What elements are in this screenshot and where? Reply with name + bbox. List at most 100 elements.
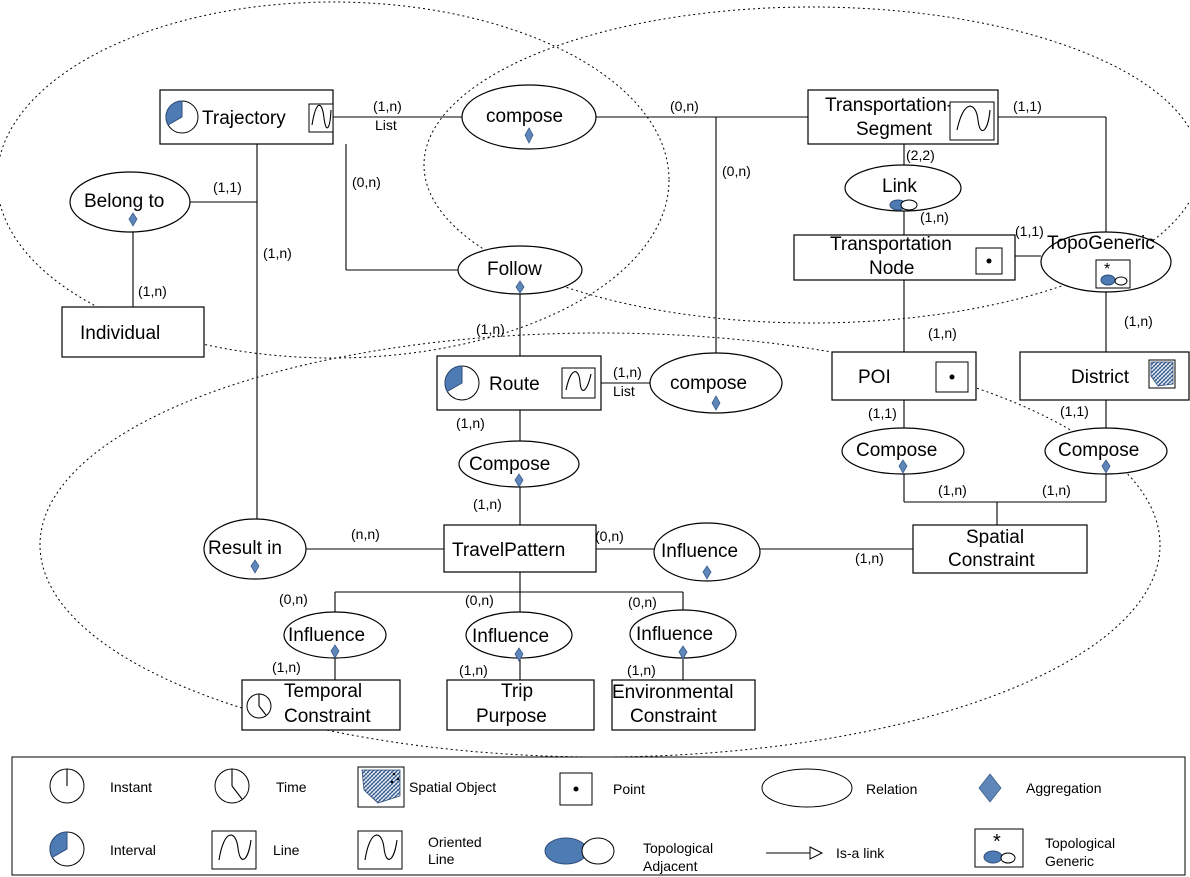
relation-label: Result in [208,538,282,559]
cardinality-label: (1,n) [613,364,642,380]
aggregation-diamond [128,212,138,227]
spatial-object-icon [1148,359,1176,389]
entity-label: Route [489,374,540,395]
legend-label: Spatial Object [409,779,496,795]
aggregation-diamond [678,645,688,660]
cardinality-label: (n,n) [351,526,380,542]
relation-influence-env: Influence [629,609,737,660]
dotted-clusters [0,1,1190,758]
spatial-object-icon [357,766,405,808]
connectors [132,116,1107,680]
cardinality-label: (1,n) [938,482,967,498]
oriented-line-icon [949,101,995,141]
cardinality-label: (0,n) [465,592,494,608]
aggregation-diamond [514,647,524,662]
relation-label: Influence [661,541,738,562]
legend-label: Instant [110,779,152,795]
entity-label: Temporal [284,681,362,702]
relation-topogeneric: TopoGeneric * [1040,231,1172,293]
aggregation-diamond [702,565,712,580]
legend-label: Adjacent [643,858,698,874]
aggregation-diamond [330,644,340,659]
entity-label: District [1071,367,1130,388]
cardinality-label: List [375,117,397,133]
aggregation-icon [978,773,1002,803]
cardinality-label: (1,n) [1042,482,1071,498]
cardinality-label: (1,1) [1060,403,1089,419]
topological-generic-icon: * [1095,259,1131,289]
cardinality-label: (0,n) [670,98,699,114]
legend-label: Aggregation [1026,780,1102,796]
relation-link: Link [844,164,962,212]
entity-label: Constraint [284,706,371,727]
entity-label: Node [869,258,914,279]
aggregation-diamond [711,395,721,411]
cardinality-label: (0,n) [628,594,657,610]
cardinality-label: (1,n) [456,415,485,431]
cardinality-label: (1,1) [1013,98,1042,114]
relation-influence-spatial: Influence [653,522,761,582]
legend-label: Generic [1045,853,1094,869]
legend-label: Topological [643,840,713,856]
cardinality-label: (1,n) [627,662,656,678]
entity-transportation-node: Transportation Node [793,234,1016,281]
cardinality-label: (1,1) [1015,223,1044,239]
entity-label: Constraint [948,550,1035,571]
relation-label: Link [882,176,917,197]
oriented-line-icon [561,367,596,399]
cardinality-label: (1,n) [373,98,402,114]
relation-label: Compose [1058,440,1139,461]
cardinality-label: (1,1) [868,405,897,421]
relation-label: compose [486,106,563,127]
relation-icon [761,768,853,808]
entity-temporal-constraint: Temporal Constraint [241,679,401,731]
legend-label: Topological [1045,835,1115,851]
svg-text:*: * [1104,261,1110,278]
relation-influence-temporal: Influence [283,611,387,659]
entity-transportation-segment: Transportation- Segment [807,89,999,145]
relation-label: Compose [469,454,550,475]
entity-label: Individual [80,323,160,344]
entity-route: Route [436,355,602,411]
cardinality-label: (0,n) [352,174,381,190]
cardinalities: (1,n) List (0,n) (1,1) (1,1) (0,n) (0,n)… [138,98,1153,678]
aggregation-diamond [1101,459,1111,474]
relation-label: Follow [487,259,542,280]
point-icon [559,772,593,806]
entity-individual: Individual [61,306,205,358]
cardinality-label: (1,n) [928,325,957,341]
relation-label: Belong to [84,191,164,212]
entity-label: Trip [501,681,533,702]
legend-item-is-a-link: Is-a link [766,845,885,861]
legend-label: Interval [110,842,156,858]
cardinality-label: (0,n) [722,163,751,179]
legend-item-relation: Relation [761,768,917,808]
cardinality-label: (1,n) [920,209,949,225]
legend-label: Line [428,851,455,867]
aggregation-diamond [514,473,524,488]
line-icon [211,830,257,870]
legend-item-spatial-object: Spatial Object [357,766,496,808]
legend-label: Relation [866,781,917,797]
cardinality-label: (1,n) [138,283,167,299]
cardinality-label: (1,n) [476,321,505,337]
entity-trip-purpose: Trip Purpose [446,679,595,731]
legend-item-time: Time [214,768,307,804]
cardinality-label: (0,n) [595,528,624,544]
entity-label: Environmental [612,682,733,703]
relation-result-in: Result in [203,518,307,580]
cardinality-label: (1,n) [855,550,884,566]
aggregation-diamond [524,127,534,144]
relation-label: Influence [472,626,549,647]
entity-poi: POI [831,351,977,401]
legend-item-instant: Instant [49,768,152,804]
cardinality-label: (1,n) [272,659,301,675]
topological-adjacent-icon [889,199,918,211]
relation-label: compose [670,373,747,394]
relation-compose-top: compose [461,84,597,150]
interval-icon [49,831,85,867]
legend-label: Oriented [428,834,482,850]
point-icon [975,247,1003,275]
relation-compose-district: Compose [1044,427,1168,475]
